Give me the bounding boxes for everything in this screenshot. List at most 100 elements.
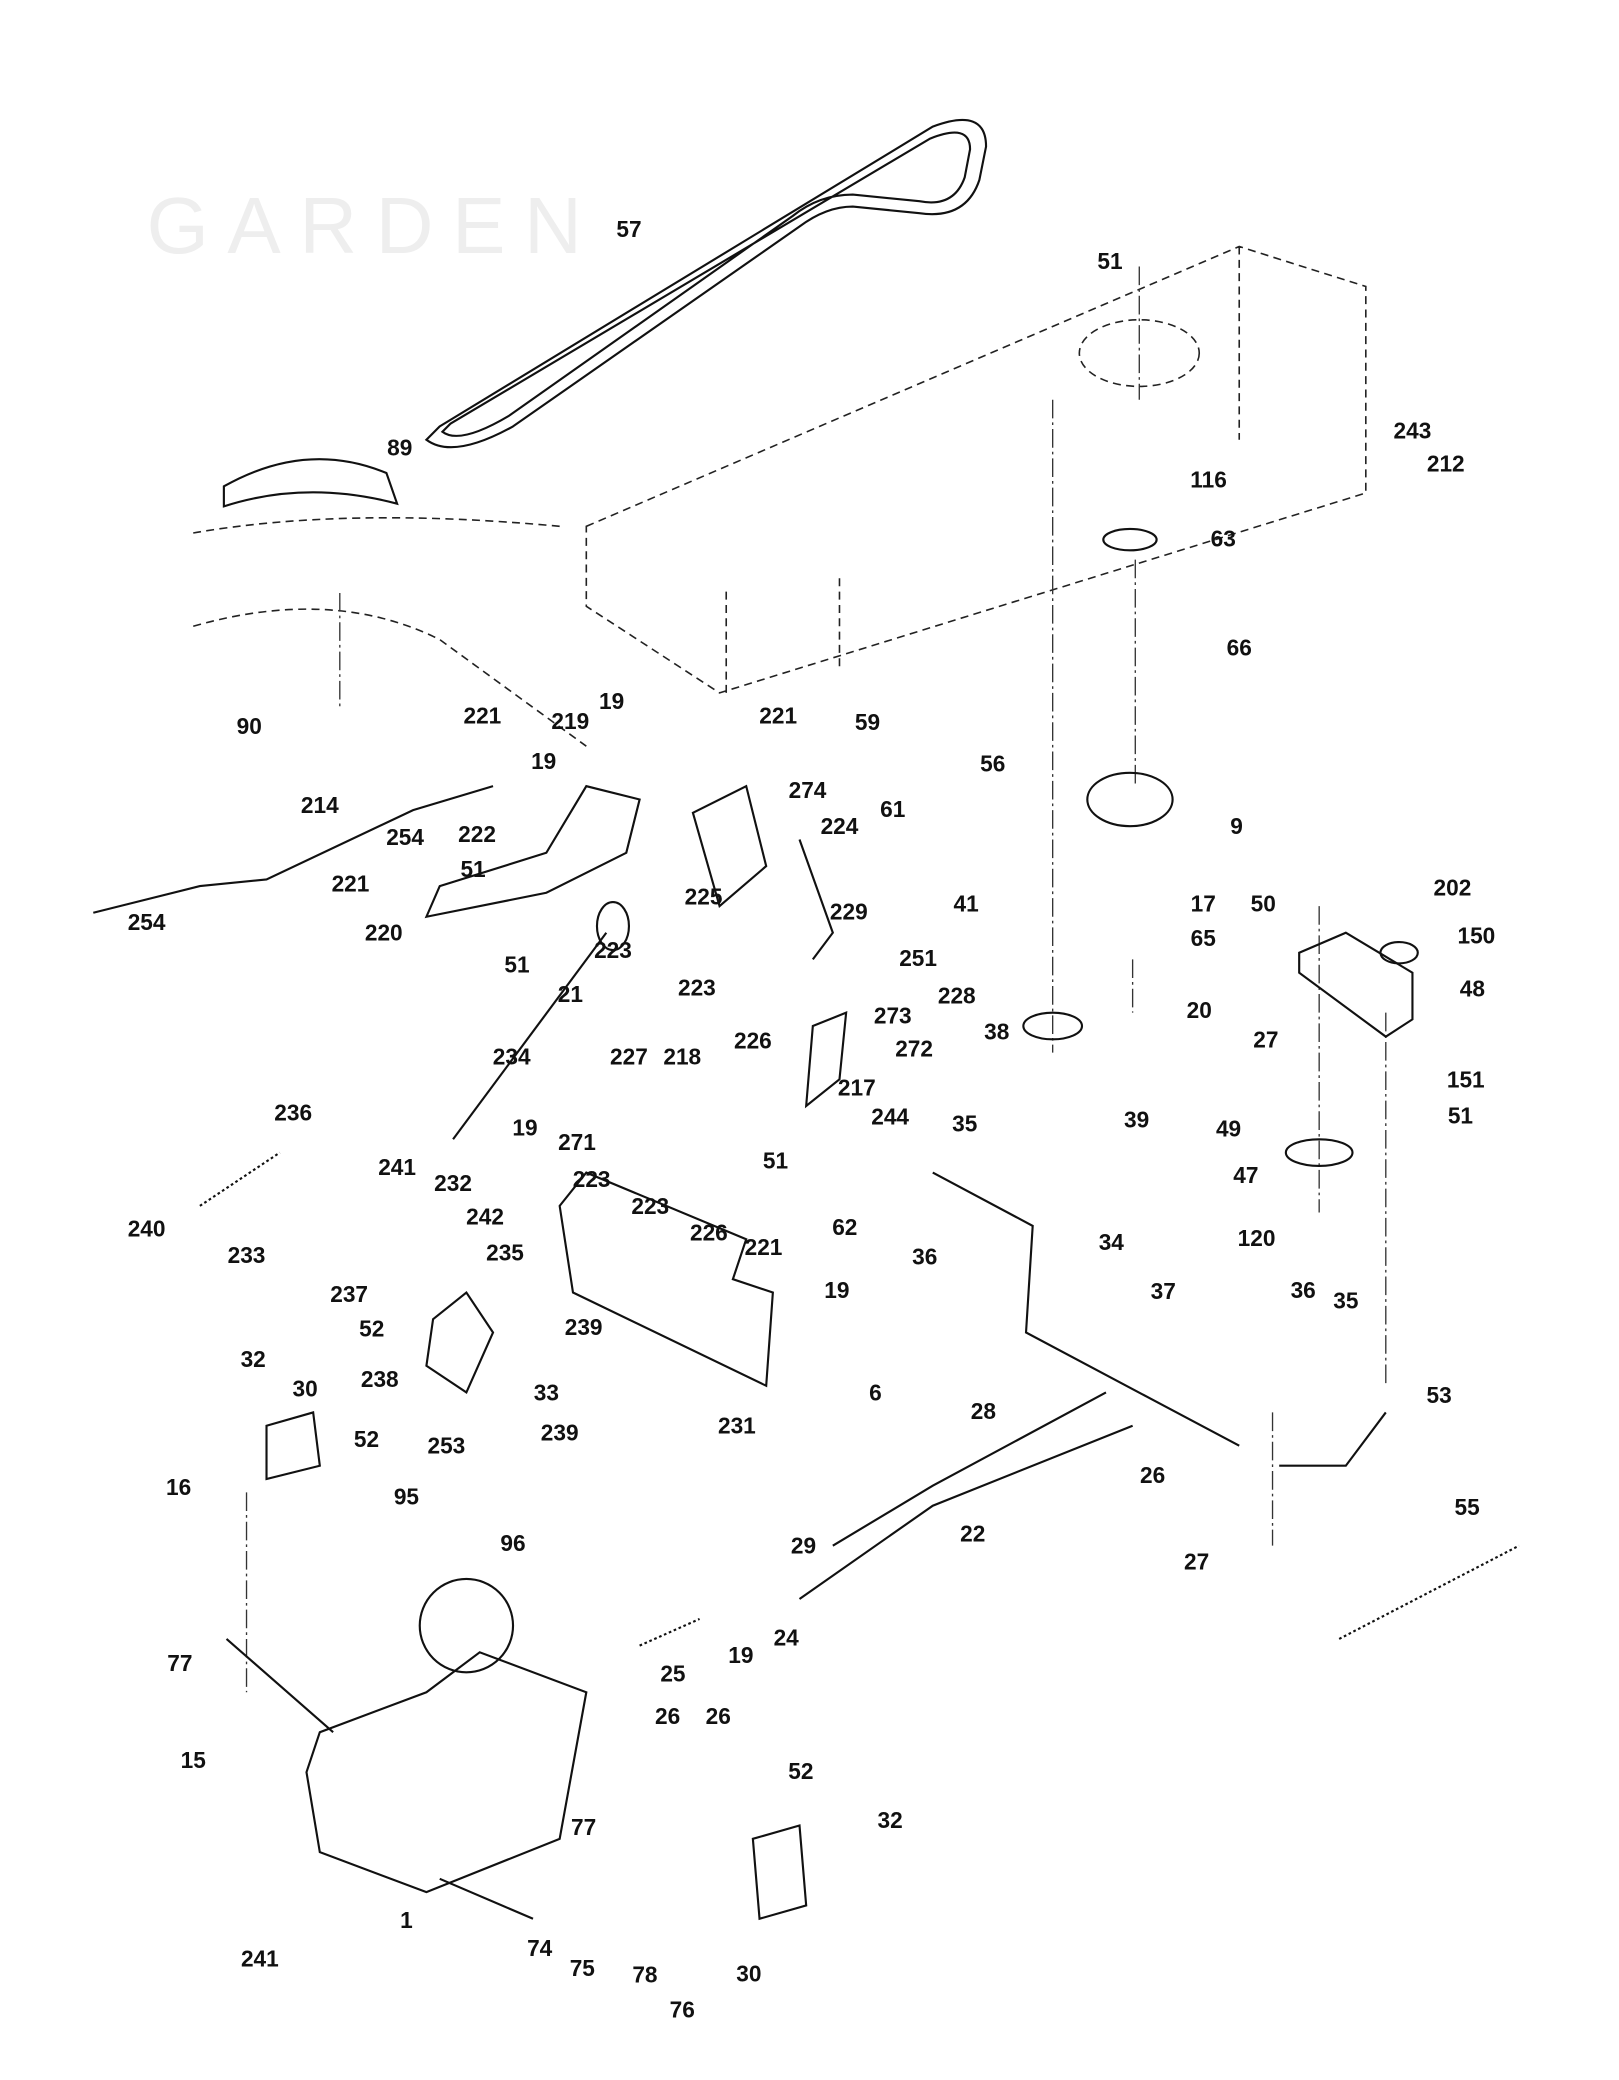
callout-76: 76 xyxy=(670,1996,695,2022)
pulley-38 xyxy=(1022,1011,1084,1041)
callout-271: 271 xyxy=(558,1129,596,1155)
callout-50: 50 xyxy=(1251,890,1276,916)
callout-224: 224 xyxy=(821,813,859,839)
callout-251: 251 xyxy=(899,945,937,971)
callout-226: 226 xyxy=(734,1028,772,1054)
callout-77: 77 xyxy=(571,1814,596,1840)
callout-89: 89 xyxy=(387,435,412,461)
callout-25: 25 xyxy=(660,1661,685,1687)
callout-228: 228 xyxy=(938,982,976,1008)
bracket-30-bottom xyxy=(751,1824,808,1921)
callout-223: 223 xyxy=(678,974,716,1000)
callout-238: 238 xyxy=(361,1366,399,1392)
callout-66: 66 xyxy=(1227,635,1252,661)
callout-49: 49 xyxy=(1216,1116,1241,1142)
callout-39: 39 xyxy=(1124,1106,1149,1132)
callout-226: 226 xyxy=(690,1220,728,1246)
callout-233: 233 xyxy=(228,1242,266,1268)
callout-59: 59 xyxy=(855,709,880,735)
bracket-220 xyxy=(424,784,641,919)
bracket-231 xyxy=(558,1171,774,1388)
callout-212: 212 xyxy=(1427,451,1465,477)
callout-36: 36 xyxy=(912,1244,937,1270)
callout-57: 57 xyxy=(616,216,641,242)
callout-6: 6 xyxy=(869,1379,882,1405)
callout-53: 53 xyxy=(1427,1382,1452,1408)
callout-236: 236 xyxy=(274,1100,312,1126)
callout-47: 47 xyxy=(1233,1162,1258,1188)
bracket-30-top xyxy=(265,1411,321,1481)
callout-219: 219 xyxy=(551,708,589,734)
shift-plate xyxy=(222,458,399,508)
callout-26: 26 xyxy=(1140,1462,1165,1488)
callout-254: 254 xyxy=(128,909,166,935)
callout-19: 19 xyxy=(824,1277,849,1303)
callout-21: 21 xyxy=(558,981,583,1007)
spring-25 xyxy=(639,1617,701,1647)
shaft-34 xyxy=(932,1171,1240,1447)
rod-28 xyxy=(832,1391,1107,1547)
callout-95: 95 xyxy=(394,1483,419,1509)
axis-line xyxy=(245,266,1387,1693)
rod-53 xyxy=(1279,1411,1387,1467)
callout-19: 19 xyxy=(531,748,556,774)
callout-116: 116 xyxy=(1190,467,1227,493)
callout-231: 231 xyxy=(718,1413,756,1439)
callout-56: 56 xyxy=(980,751,1005,777)
callout-20: 20 xyxy=(1187,997,1212,1023)
callout-32: 32 xyxy=(878,1807,903,1833)
callout-222: 222 xyxy=(458,821,496,847)
callout-253: 253 xyxy=(428,1433,466,1459)
callout-51: 51 xyxy=(460,856,485,882)
callout-239: 239 xyxy=(541,1419,579,1445)
callout-28: 28 xyxy=(971,1398,996,1424)
chassis-frame xyxy=(585,245,1367,694)
callout-77: 77 xyxy=(167,1650,192,1676)
transaxle xyxy=(305,1651,588,1894)
callout-38: 38 xyxy=(984,1018,1009,1044)
callout-202: 202 xyxy=(1434,874,1472,900)
callout-63: 63 xyxy=(1211,525,1236,551)
callout-51: 51 xyxy=(763,1148,788,1174)
hood-outline xyxy=(193,516,587,747)
callout-37: 37 xyxy=(1151,1278,1176,1304)
axle xyxy=(225,1638,534,1920)
callout-273: 273 xyxy=(874,1002,912,1028)
callout-9: 9 xyxy=(1230,813,1243,839)
callout-17: 17 xyxy=(1191,890,1216,916)
callout-221: 221 xyxy=(759,703,797,729)
callout-225: 225 xyxy=(685,884,723,910)
frame-cutout xyxy=(1078,318,1201,388)
callout-234: 234 xyxy=(493,1044,531,1070)
callout-29: 29 xyxy=(791,1533,816,1559)
callout-223: 223 xyxy=(594,937,632,963)
callout-151: 151 xyxy=(1447,1066,1485,1092)
callout-223: 223 xyxy=(631,1193,669,1219)
knob-21 xyxy=(595,901,631,952)
callout-51: 51 xyxy=(1448,1102,1473,1128)
callout-223: 223 xyxy=(573,1166,611,1192)
callout-48: 48 xyxy=(1460,976,1485,1002)
rod-22 xyxy=(798,1424,1134,1600)
callout-61: 61 xyxy=(880,796,905,822)
callout-52: 52 xyxy=(359,1315,384,1341)
callout-51: 51 xyxy=(504,952,529,978)
spring-55 xyxy=(1338,1544,1520,1640)
callout-90: 90 xyxy=(237,713,262,739)
bracket-238 xyxy=(425,1290,495,1395)
callout-16: 16 xyxy=(166,1474,191,1500)
callout-27: 27 xyxy=(1184,1549,1209,1575)
callout-52: 52 xyxy=(354,1426,379,1452)
pulley-63 xyxy=(1102,527,1158,552)
callout-30: 30 xyxy=(293,1375,318,1401)
callout-235: 235 xyxy=(486,1240,524,1266)
callout-217: 217 xyxy=(838,1074,876,1100)
callout-19: 19 xyxy=(512,1114,537,1140)
callout-240: 240 xyxy=(128,1216,166,1242)
callout-220: 220 xyxy=(365,920,403,946)
callout-218: 218 xyxy=(663,1044,701,1070)
callout-244: 244 xyxy=(871,1104,909,1130)
